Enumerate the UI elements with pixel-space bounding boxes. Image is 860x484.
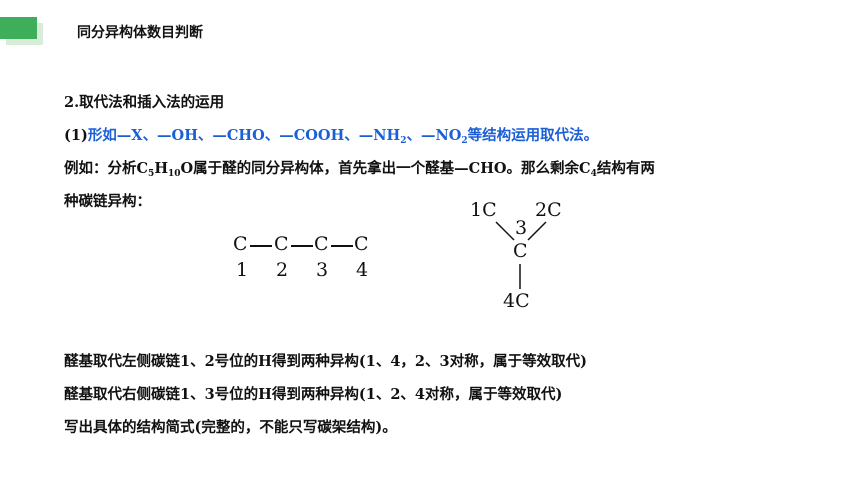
chain2-bond-left [495,221,515,241]
chain1-bond-3 [331,245,353,247]
chain2-center: C [513,240,528,262]
chain1-number-1: 1 [236,259,249,281]
note-left-chain: 醛基取代左侧碳链1、2号位的H得到两种异构(1、4，2、3对称，属于等效取代) [64,353,587,370]
example-line: 例如：分析C5H10O属于醛的同分异构体，首先拿出一个醛基—CHO。那么剩余C4… [64,159,655,179]
chain1-atom-1: C [233,233,248,255]
subscript-h10: 10 [168,169,181,179]
example-text-part4: 结构有两 [596,160,655,177]
chain2-bottom: 4C [503,290,530,312]
page-title: 同分异构体数目判断 [77,25,203,41]
header-accent-bar [0,17,37,39]
chain1-number-2: 2 [276,259,289,281]
chain1-bond-1 [250,245,272,247]
example-text-part3: O属于醛的同分异构体，首先拿出一个醛基—CHO。那么剩余C [180,160,591,177]
chain1-bond-2 [291,245,313,247]
subscript-no: 2 [461,136,468,146]
subscript-c5: 5 [148,169,155,179]
note-write-structure: 写出具体的结构简式(完整的，不能只写碳架结构)。 [64,419,397,436]
example-text-part2: H [154,160,169,177]
substitution-rule-line: (1)形如—X、—OH、—CHO、—COOH、—NH2、—NO2等结构运用取代法… [64,126,598,146]
subscript-nh: 2 [400,136,407,146]
rule-prefix: (1) [64,127,88,144]
chain1-atom-4: C [354,233,369,255]
chain2-mid-number: 3 [515,217,528,239]
chain1-number-4: 4 [356,259,369,281]
rule-text-part3: 等结构运用取代法。 [467,127,599,144]
section-title: 2.取代法和插入法的运用 [64,94,225,111]
chain2-bond-right [527,221,547,241]
subscript-c4: 4 [590,169,597,179]
chain1-atom-3: C [314,233,329,255]
example-line-continued: 种碳链异构： [64,193,151,210]
rule-text-part2: 、—NO [406,127,462,144]
example-text-part1: 例如：分析C [64,160,149,177]
note-right-chain: 醛基取代右侧碳链1、3号位的H得到两种异构(1、2、4对称，属于等效取代) [64,386,563,403]
chain1-atom-2: C [274,233,289,255]
chain1-number-3: 3 [316,259,329,281]
rule-text: 形如—X、—OH、—CHO、—COOH、—NH2、—NO2等结构运用取代法。 [87,127,599,146]
chain2-top-left: 1C [470,199,497,221]
rule-text-part1: 形如—X、—OH、—CHO、—COOH、—NH [87,127,401,144]
chain2-top-right: 2C [535,199,562,221]
